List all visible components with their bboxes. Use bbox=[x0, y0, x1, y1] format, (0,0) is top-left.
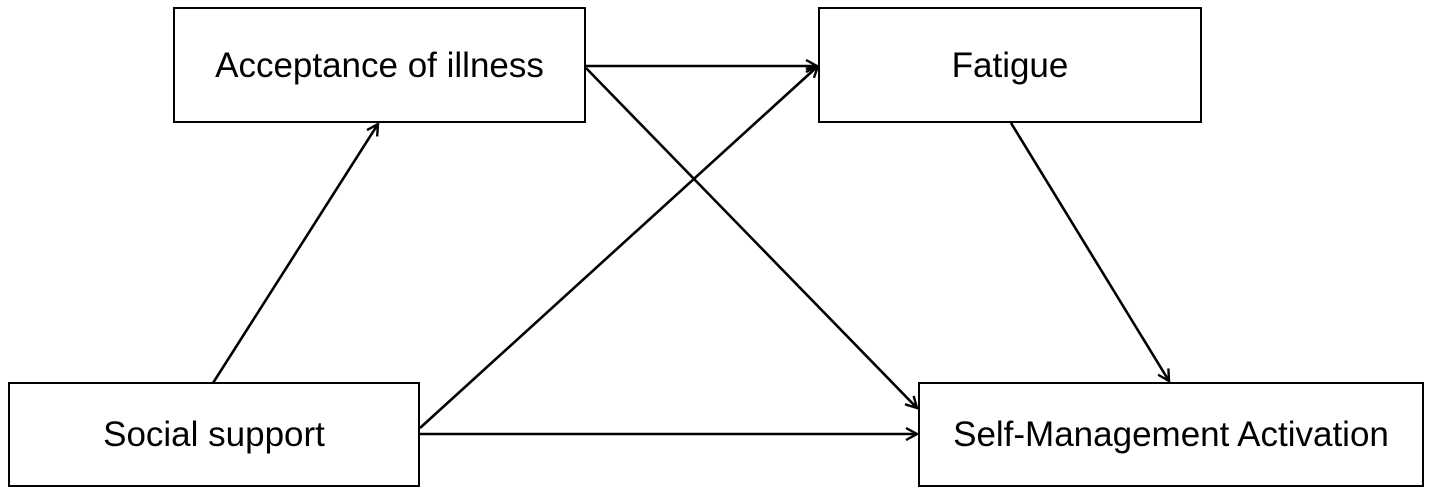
edge-social-to-acceptance bbox=[211, 124, 378, 384]
node-label-social-support: Social support bbox=[103, 415, 325, 454]
edge-acceptance-to-selfmanagement bbox=[585, 67, 917, 408]
node-acceptance-of-illness: Acceptance of illness bbox=[173, 7, 586, 123]
edge-social-to-fatigue bbox=[419, 66, 818, 429]
edge-fatigue-to-selfmanagement bbox=[1009, 122, 1169, 381]
node-label-acceptance-of-illness: Acceptance of illness bbox=[215, 45, 544, 85]
node-fatigue: Fatigue bbox=[818, 7, 1202, 123]
node-social-support: Social support bbox=[8, 382, 420, 487]
node-label-self-management-activation: Self-Management Activation bbox=[953, 415, 1389, 454]
node-self-management-activation: Self-Management Activation bbox=[918, 382, 1424, 487]
node-label-fatigue: Fatigue bbox=[951, 45, 1069, 85]
